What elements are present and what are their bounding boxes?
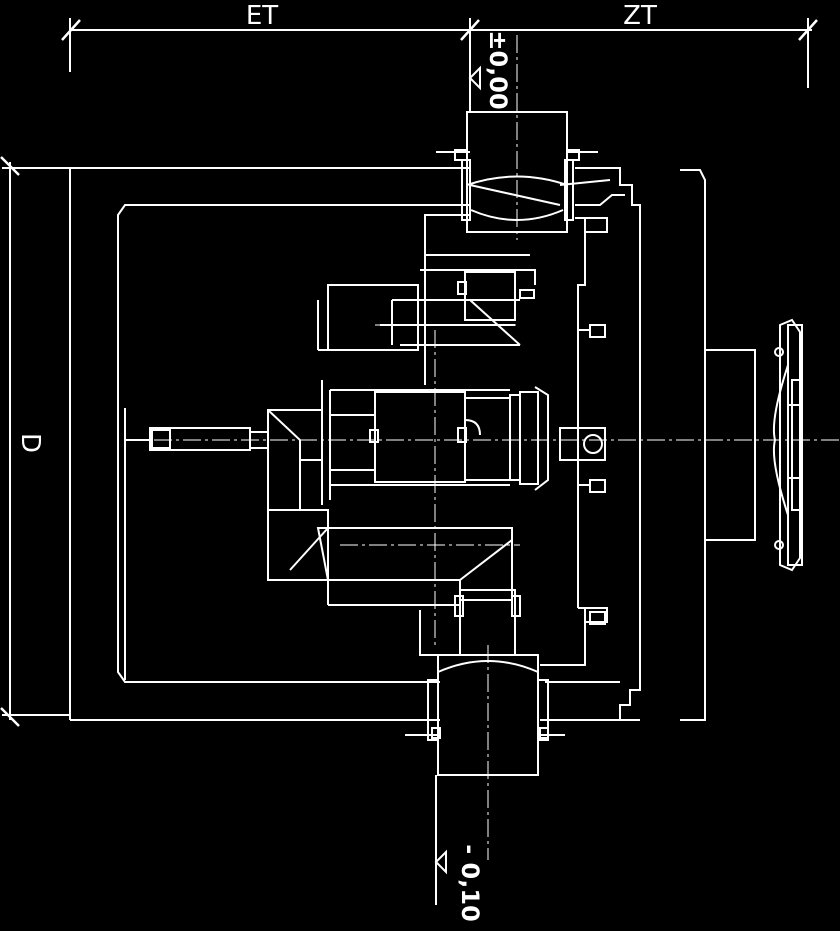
inner-frame	[117, 194, 625, 683]
top-box	[436, 111, 611, 233]
dimension-label-et: ET	[246, 1, 278, 31]
level-marker-lower	[434, 775, 447, 905]
top-dimension-line	[61, 18, 818, 110]
casing	[419, 214, 608, 666]
dimension-label-zt: ZT	[623, 1, 657, 31]
outer-frame	[69, 167, 641, 721]
level-marker-upper	[468, 65, 481, 112]
level-label-upper: ±0,00	[484, 30, 512, 109]
left-dimension-line	[0, 156, 470, 727]
right-casing-details	[559, 324, 606, 625]
level-label-lower: - 0,10	[456, 844, 484, 922]
centerlines	[125, 35, 840, 860]
wall-profile	[680, 169, 756, 721]
central-actuator	[321, 380, 549, 505]
dimension-label-d: D	[15, 433, 45, 453]
left-rod	[124, 408, 269, 680]
